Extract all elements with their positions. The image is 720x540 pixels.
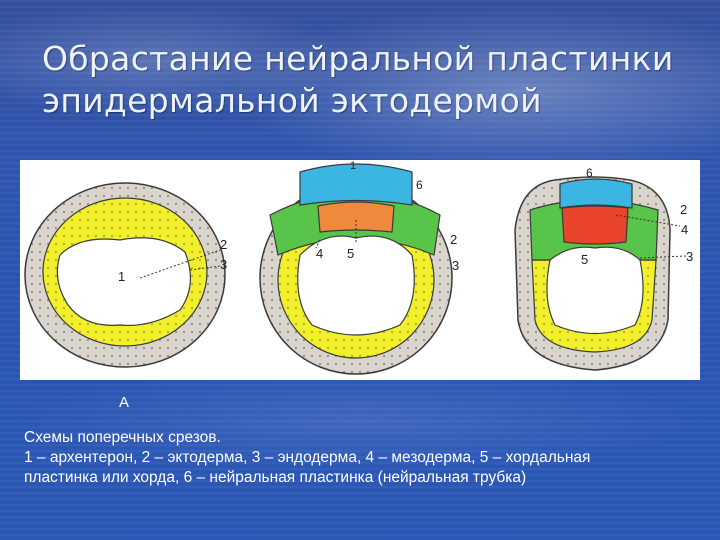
embryo-b-label-1: 1 (350, 160, 356, 172)
embryo-a: 1 2 3 (24, 182, 227, 368)
slide-title: Обрастание нейральной пластинки эпидерма… (42, 38, 682, 122)
caption-line-3: пластинка или хорда, 6 – нейральная плас… (24, 469, 527, 486)
embryo-b: 1 6 4 5 2 3 (259, 160, 459, 375)
embryo-b-neural-plate (299, 163, 413, 206)
caption-line-1: Схемы поперечных срезов. (24, 429, 221, 446)
embryo-c-label-4: 4 (681, 222, 688, 237)
embryo-b-chorda (317, 201, 395, 233)
embryo-c-label-5: 5 (581, 252, 588, 267)
embryo-c-neural-tube (559, 178, 633, 209)
embryo-b-archenteron (297, 235, 415, 336)
embryo-c-label-6: 6 (586, 166, 593, 180)
embryo-b-label-5: 5 (347, 246, 354, 261)
embryo-c-chorda (561, 205, 629, 245)
embryo-a-label-2: 2 (220, 237, 227, 252)
embryo-a-archenteron (56, 237, 191, 327)
embryo-c-archenteron (546, 246, 644, 335)
embryo-c-label-2: 2 (680, 202, 687, 217)
embryo-b-label-3: 3 (452, 258, 459, 273)
embryo-c-label-3: 3 (686, 249, 693, 264)
panel-label: А (119, 394, 130, 411)
embryo-b-label-6: 6 (416, 178, 423, 192)
embryo-a-label-3: 3 (220, 257, 227, 272)
embryo-a-label-1: 1 (118, 269, 125, 284)
cross-section-figure: 1 2 3 1 6 4 5 2 3 (20, 160, 700, 380)
figure-caption: Схемы поперечных срезов. 1 – архентерон,… (24, 428, 704, 488)
embryo-b-label-2: 2 (450, 232, 457, 247)
title-line-2: эпидермальной эктодермой (42, 81, 542, 120)
embryo-b-label-4: 4 (316, 246, 323, 261)
cross-section-diagram: 1 2 3 1 6 4 5 2 3 (24, 160, 693, 375)
title-line-1: Обрастание нейральной пластинки (42, 39, 674, 78)
caption-line-2: 1 – архентерон, 2 – эктодерма, 3 – эндод… (24, 449, 591, 466)
embryo-c: 6 2 4 5 3 (514, 166, 693, 371)
